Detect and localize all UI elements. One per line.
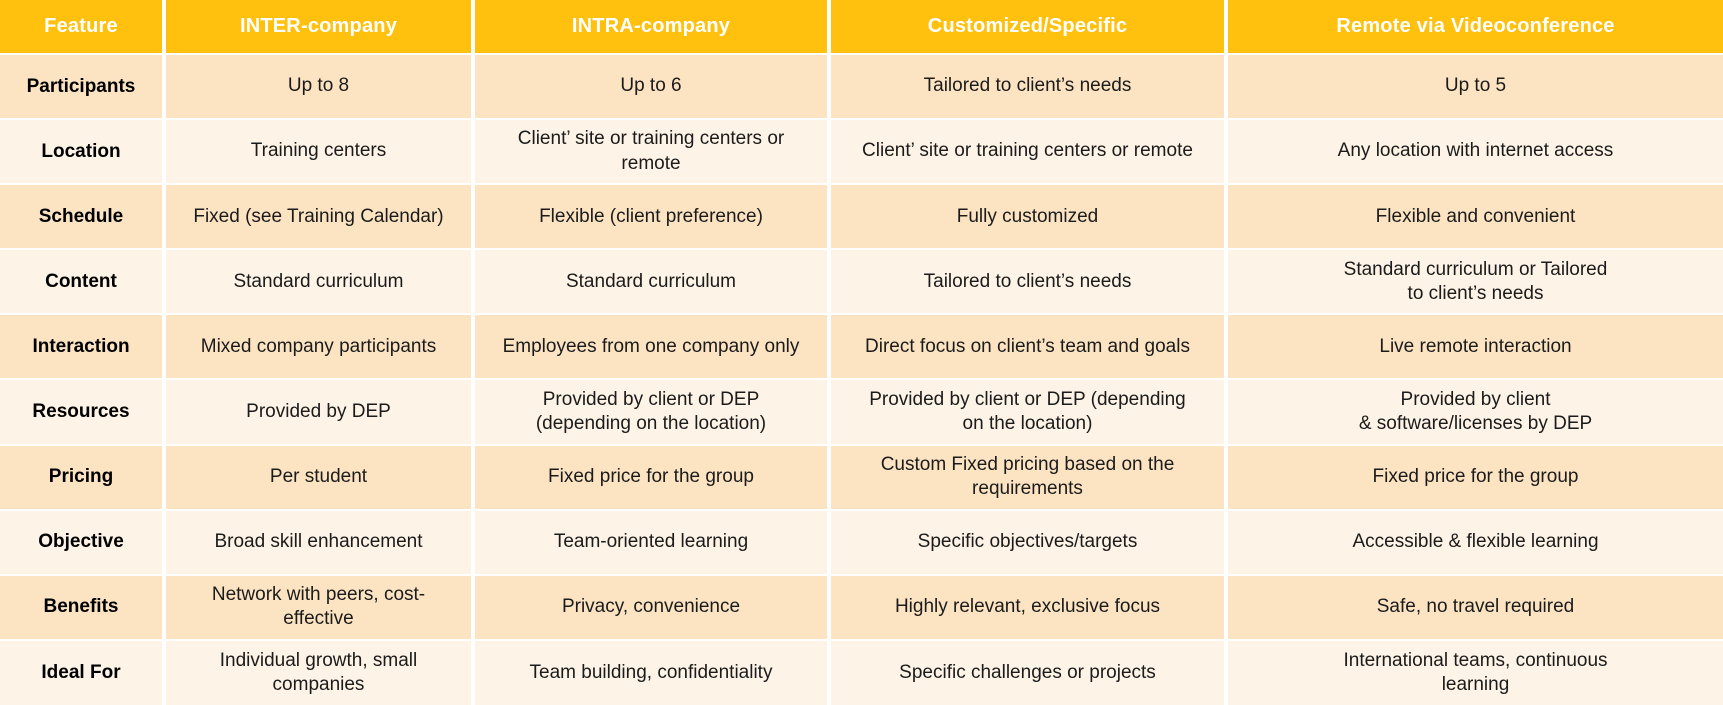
table-row-resources: Resources Provided by DEP Provided by cl… — [0, 379, 1723, 446]
table-row-benefits: Benefits Network with peers, cost- effec… — [0, 574, 1723, 641]
feature-cell: Content — [0, 249, 166, 316]
cell-inter-company: Network with peers, cost- effective — [164, 574, 475, 641]
feature-cell: Location — [0, 119, 166, 186]
cell-inter-company: Provided by DEP — [164, 379, 475, 446]
table-row-location: Location Training centers Client’ site o… — [0, 119, 1723, 186]
column-header-intra-company: INTRA-company — [473, 0, 831, 55]
cell-remote-videoconference: Standard curriculum or Tailored to clien… — [1226, 249, 1723, 316]
feature-cell: Objective — [0, 509, 166, 576]
cell-remote-videoconference: International teams, continuous learning — [1226, 639, 1723, 705]
cell-customized-specific: Highly relevant, exclusive focus — [829, 574, 1228, 641]
cell-remote-videoconference: Provided by client & software/licenses b… — [1226, 379, 1723, 446]
cell-customized-specific: Provided by client or DEP (depending on … — [829, 379, 1228, 446]
cell-intra-company: Team-oriented learning — [473, 509, 831, 576]
cell-remote-videoconference: Accessible & flexible learning — [1226, 509, 1723, 576]
column-header-customized-specific: Customized/Specific — [829, 0, 1228, 55]
cell-inter-company: Fixed (see Training Calendar) — [164, 184, 475, 251]
column-header-remote-videoconference: Remote via Videoconference — [1226, 0, 1723, 55]
cell-customized-specific: Client’ site or training centers or remo… — [829, 119, 1228, 186]
cell-customized-specific: Tailored to client’s needs — [829, 54, 1228, 121]
table-row-objective: Objective Broad skill enhancement Team-o… — [0, 509, 1723, 576]
table-row-interaction: Interaction Mixed company participants E… — [0, 314, 1723, 381]
cell-intra-company: Standard curriculum — [473, 249, 831, 316]
cell-customized-specific: Tailored to client’s needs — [829, 249, 1228, 316]
cell-inter-company: Standard curriculum — [164, 249, 475, 316]
feature-cell: Resources — [0, 379, 166, 446]
table-row-ideal-for: Ideal For Individual growth, small compa… — [0, 639, 1723, 705]
cell-remote-videoconference: Any location with internet access — [1226, 119, 1723, 186]
cell-intra-company: Employees from one company only — [473, 314, 831, 381]
cell-inter-company: Individual growth, small companies — [164, 639, 475, 705]
cell-customized-specific: Direct focus on client’s team and goals — [829, 314, 1228, 381]
feature-cell: Participants — [0, 54, 166, 121]
cell-inter-company: Training centers — [164, 119, 475, 186]
cell-remote-videoconference: Safe, no travel required — [1226, 574, 1723, 641]
cell-intra-company: Fixed price for the group — [473, 444, 831, 511]
header-row: Feature INTER-company INTRA-company Cust… — [0, 0, 1723, 55]
cell-intra-company: Team building, confidentiality — [473, 639, 831, 705]
cell-intra-company: Privacy, convenience — [473, 574, 831, 641]
cell-intra-company: Client’ site or training centers or remo… — [473, 119, 831, 186]
feature-cell: Pricing — [0, 444, 166, 511]
table-row-content: Content Standard curriculum Standard cur… — [0, 249, 1723, 316]
table-row-schedule: Schedule Fixed (see Training Calendar) F… — [0, 184, 1723, 251]
cell-inter-company: Broad skill enhancement — [164, 509, 475, 576]
cell-inter-company: Up to 8 — [164, 54, 475, 121]
cell-inter-company: Mixed company participants — [164, 314, 475, 381]
column-header-inter-company: INTER-company — [164, 0, 475, 55]
cell-remote-videoconference: Up to 5 — [1226, 54, 1723, 121]
cell-remote-videoconference: Live remote interaction — [1226, 314, 1723, 381]
table-row-participants: Participants Up to 8 Up to 6 Tailored to… — [0, 54, 1723, 121]
cell-intra-company: Flexible (client preference) — [473, 184, 831, 251]
feature-cell: Interaction — [0, 314, 166, 381]
cell-customized-specific: Specific challenges or projects — [829, 639, 1228, 705]
cell-intra-company: Up to 6 — [473, 54, 831, 121]
feature-cell: Ideal For — [0, 639, 166, 705]
cell-inter-company: Per student — [164, 444, 475, 511]
cell-remote-videoconference: Flexible and convenient — [1226, 184, 1723, 251]
cell-remote-videoconference: Fixed price for the group — [1226, 444, 1723, 511]
feature-cell: Benefits — [0, 574, 166, 641]
cell-customized-specific: Specific objectives/targets — [829, 509, 1228, 576]
feature-cell: Schedule — [0, 184, 166, 251]
column-header-feature: Feature — [0, 0, 166, 55]
cell-customized-specific: Custom Fixed pricing based on the requir… — [829, 444, 1228, 511]
cell-customized-specific: Fully customized — [829, 184, 1228, 251]
cell-intra-company: Provided by client or DEP (depending on … — [473, 379, 831, 446]
table-row-pricing: Pricing Per student Fixed price for the … — [0, 444, 1723, 511]
